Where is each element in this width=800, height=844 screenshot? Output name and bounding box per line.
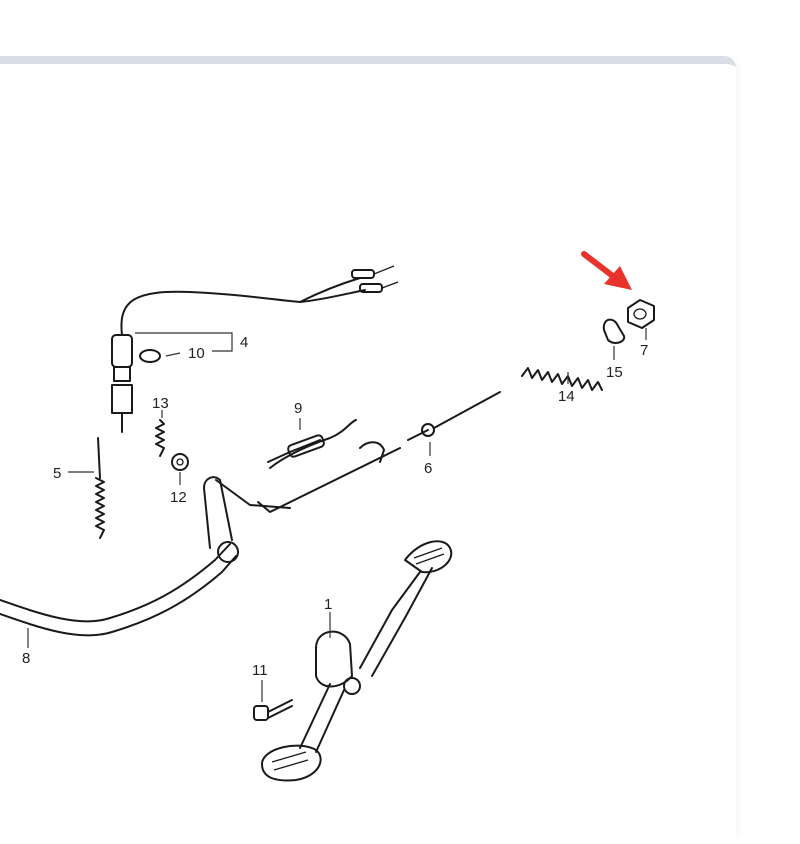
callout-1: 1 bbox=[324, 596, 332, 613]
part-13-spring bbox=[155, 410, 165, 457]
part-7-adjusting-nut bbox=[627, 299, 655, 340]
callout-8: 8 bbox=[22, 650, 30, 667]
callout-6: 6 bbox=[424, 460, 432, 477]
callout-13: 13 bbox=[152, 395, 169, 412]
part-6-brake-rod bbox=[257, 391, 501, 513]
callout-4: 4 bbox=[240, 334, 248, 351]
callout-11: 11 bbox=[252, 662, 268, 679]
part-8-brake-arm bbox=[0, 476, 291, 648]
part-9-linkage bbox=[267, 418, 357, 469]
part-11-bolt bbox=[253, 680, 293, 721]
part-5-spring bbox=[68, 437, 105, 539]
callout-9: 9 bbox=[294, 400, 302, 417]
callout-5: 5 bbox=[53, 465, 61, 482]
callout-10: 10 bbox=[188, 345, 205, 362]
part-15-joint bbox=[602, 318, 626, 360]
part-4-switch-cable bbox=[111, 265, 399, 433]
part-14-spring bbox=[521, 367, 603, 391]
callout-15: 15 bbox=[606, 364, 623, 381]
callout-7: 7 bbox=[640, 342, 648, 359]
parts-exploded-diagram: 1 4 5 6 7 8 9 10 11 12 13 14 15 bbox=[0, 251, 655, 782]
callout-14: 14 bbox=[558, 388, 575, 405]
diagram-card bbox=[0, 56, 736, 844]
red-arrow-icon bbox=[581, 251, 632, 290]
callout-12: 12 bbox=[170, 489, 187, 506]
part-10-clip bbox=[139, 349, 181, 363]
leader-4-10 bbox=[135, 332, 233, 352]
part-1-brake-pedal bbox=[261, 540, 453, 782]
part-12-nut bbox=[171, 453, 189, 485]
